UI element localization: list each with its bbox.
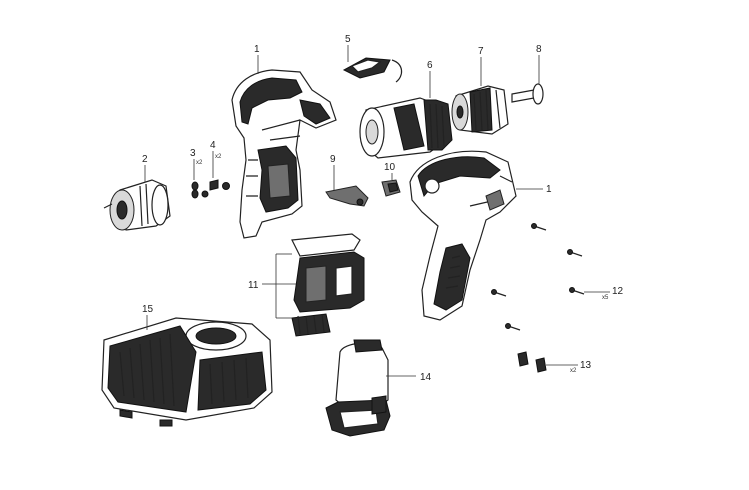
chuck-screw-part <box>511 83 544 105</box>
part-9 <box>325 185 369 207</box>
callout-1-left: 1 <box>254 44 260 74</box>
callout-11: 11 <box>248 253 296 319</box>
callout-label: 3 <box>190 148 196 159</box>
callout-1-right: 1 <box>516 184 552 195</box>
callout-label: 11 <box>248 280 259 291</box>
callout-10: 10 <box>384 162 396 180</box>
callout-label: 7 <box>478 46 484 57</box>
callout-label: 8 <box>536 44 542 55</box>
motor-part <box>103 179 171 231</box>
screws-part <box>491 223 585 331</box>
part-4 <box>201 179 230 198</box>
callout-label: 6 <box>427 60 433 71</box>
callout-label: 13 <box>580 360 592 371</box>
callout-label: 4 <box>210 140 216 151</box>
callout-8: 8 <box>536 44 542 84</box>
part-10 <box>381 179 401 197</box>
callout-13: 13 x2 <box>546 360 592 374</box>
screw <box>491 289 507 297</box>
callout-label: 2 <box>142 154 148 165</box>
gearbox-part <box>359 97 453 159</box>
callout-9: 9 <box>330 154 336 190</box>
switch-cover-part <box>342 57 403 83</box>
screw <box>531 223 547 231</box>
screw <box>569 287 585 295</box>
callout-label: 1 <box>254 44 260 55</box>
clips-part <box>517 351 547 373</box>
part-3 <box>191 181 199 199</box>
callout-3: 3 x2 <box>190 148 203 180</box>
screw <box>567 249 583 257</box>
callout-15: 15 <box>142 304 154 330</box>
callout-2: 2 <box>142 154 148 182</box>
callout-5: 5 <box>345 34 351 62</box>
switch-assembly <box>291 233 365 337</box>
screw <box>505 323 521 331</box>
callout-14: 14 <box>386 372 432 383</box>
callout-label: 5 <box>345 34 351 45</box>
callout-quantity: x5 <box>602 295 609 301</box>
callout-7: 7 <box>478 46 484 86</box>
callout-quantity: x2 <box>196 160 203 166</box>
callout-4: 4 x2 <box>210 140 222 178</box>
callout-label: 14 <box>420 372 432 383</box>
callout-label: 12 <box>612 286 624 297</box>
callout-label: 10 <box>384 162 396 173</box>
callout-12: 12 x5 <box>584 286 624 301</box>
callout-6: 6 <box>427 60 433 98</box>
battery-part <box>325 339 391 437</box>
housing-right-half <box>409 150 517 321</box>
housing-left-half <box>231 69 337 239</box>
callout-quantity: x2 <box>570 368 577 374</box>
charger-part <box>101 317 273 427</box>
callout-label: 1 <box>546 184 552 195</box>
callout-label: 15 <box>142 304 154 315</box>
callout-label: 9 <box>330 154 336 165</box>
callout-quantity: x2 <box>215 154 222 160</box>
chuck-part <box>451 85 509 135</box>
